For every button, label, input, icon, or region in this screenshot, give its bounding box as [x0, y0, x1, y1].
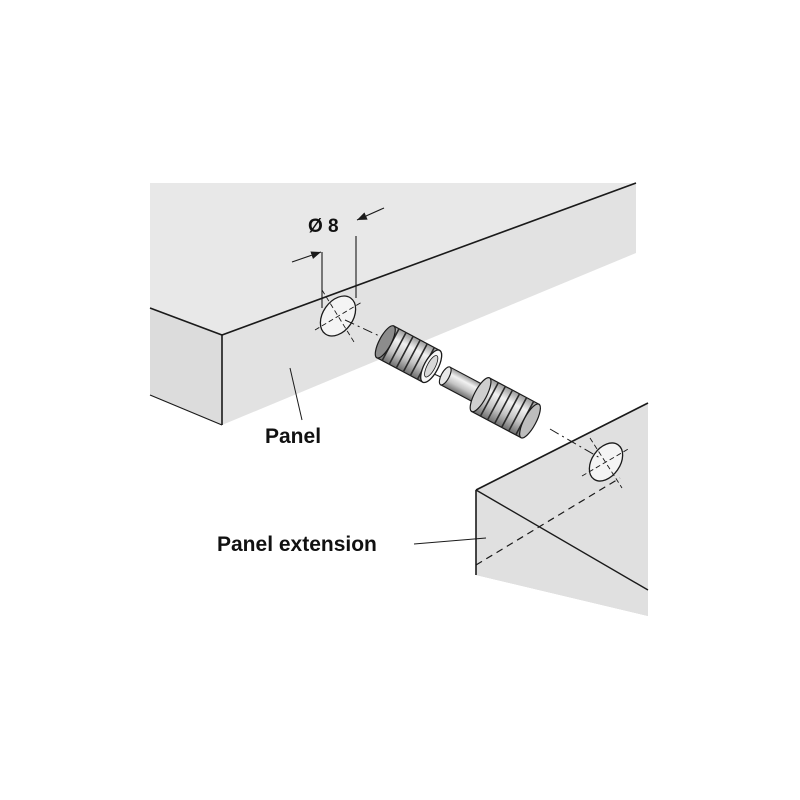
- panel-front-face: [150, 308, 222, 425]
- panel-extension-board: [475, 402, 649, 616]
- panel-bore-hole: [314, 289, 363, 343]
- extension-edge-diagonal: [475, 489, 649, 591]
- extension-edge-top: [475, 402, 649, 491]
- diameter-dimension: [291, 207, 385, 308]
- panel-edge-bottom: [149, 394, 223, 426]
- panel-leader-line: [289, 367, 303, 421]
- panel-extension-leader-line: [413, 537, 487, 545]
- connector-bolt: [438, 366, 541, 439]
- panel-board: [149, 182, 637, 426]
- diameter-label: Ø 8: [308, 216, 339, 237]
- extension-bore-hole: [581, 437, 631, 489]
- panel-extension-label: Panel extension: [217, 533, 377, 556]
- panel-top-face: [150, 183, 636, 335]
- dimension-arrow-left: [291, 251, 322, 263]
- extension-hidden-bore: [475, 477, 621, 566]
- extension-face-fill: [476, 403, 648, 616]
- panel-end-face: [222, 183, 636, 425]
- threaded-sleeve: [374, 325, 443, 384]
- panel-label: Panel: [265, 425, 321, 448]
- dimension-arrow-right: [356, 207, 385, 221]
